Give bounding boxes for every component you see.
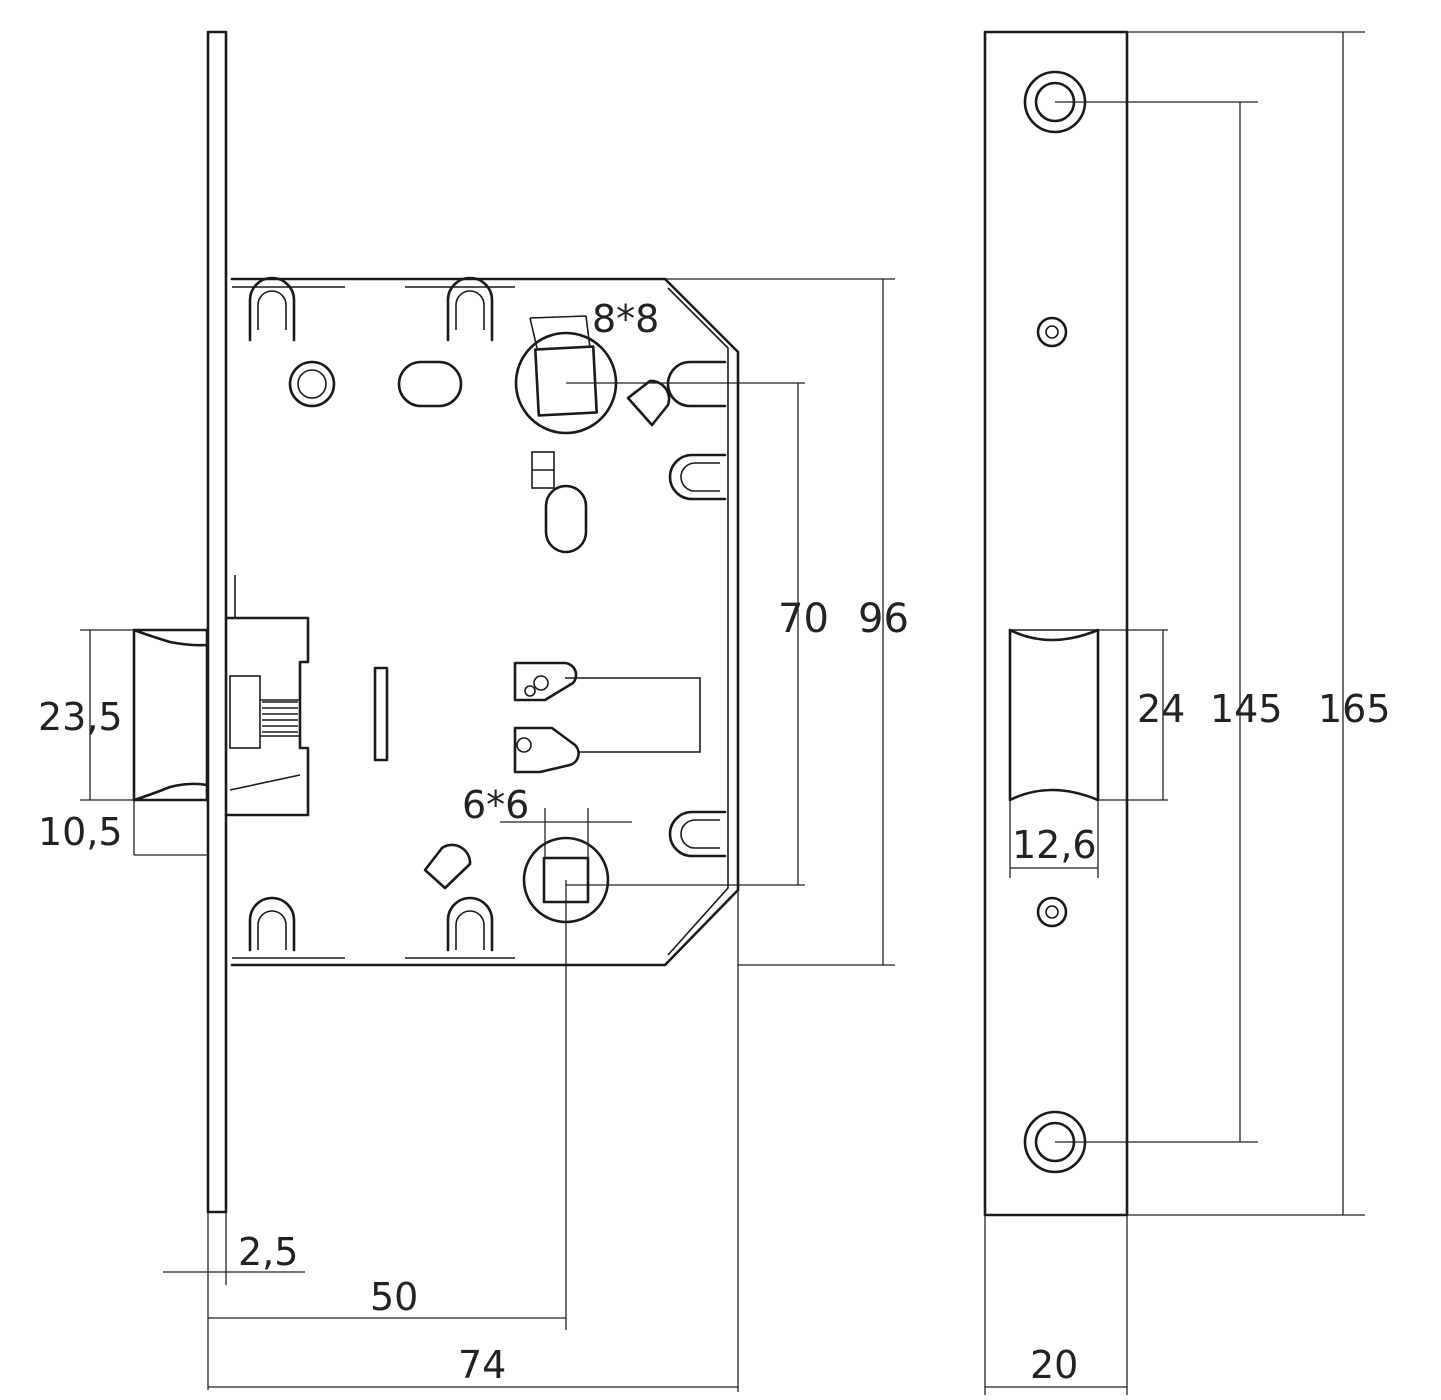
case-oval-hole [397, 360, 463, 408]
dim-screw-spacing: 145 [1210, 687, 1283, 731]
dim-faceplate-width: 20 [1030, 1343, 1078, 1387]
dim-backset: 50 [370, 1275, 418, 1319]
front-faceplate [206, 30, 228, 1214]
dim-body-height: 96 [858, 596, 909, 642]
lever-arms [513, 661, 701, 774]
dim-body-depth: 74 [458, 1343, 506, 1387]
privacy-stop-cam [423, 843, 472, 890]
dim-latch-projection: 10,5 [38, 810, 123, 854]
side-latch-opening [1008, 628, 1100, 802]
side-faceplate [983, 30, 1129, 1217]
bottom-mounting-slots [248, 896, 494, 952]
dim-handle-to-key: 70 [778, 596, 829, 642]
lock-case-inner-edge [667, 287, 729, 956]
dim-faceplate-thickness: 2,5 [238, 1230, 298, 1274]
dim-faceplate-length: 165 [1318, 687, 1391, 731]
side-view: 24 145 165 12,6 20 [983, 30, 1391, 1395]
dim-handle-spindle: 8*8 [592, 297, 659, 341]
latch-bolt [132, 628, 209, 802]
case-vertical-oval [544, 484, 588, 554]
case-round-hole [288, 360, 336, 408]
right-side-slots [666, 360, 727, 858]
dim-privacy-spindle: 6*6 [462, 783, 529, 827]
side-dimension-lines [984, 31, 1365, 1395]
lock-case-outline [230, 277, 740, 967]
front-view: 23,5 10,5 2,5 50 74 70 96 8*8 6*6 [38, 30, 909, 1392]
side-screw-holes [1023, 70, 1087, 1174]
front-dimension-lines [80, 278, 895, 1392]
latch-mechanism [224, 575, 310, 817]
center-vertical-slot [373, 666, 389, 762]
top-mounting-slots [248, 276, 494, 342]
handle-stop-cam [626, 379, 671, 427]
dim-latch-height: 23,5 [38, 695, 123, 739]
dim-latch-opening-width: 12,6 [1012, 823, 1097, 867]
dim-latch-opening-height: 24 [1137, 687, 1185, 731]
